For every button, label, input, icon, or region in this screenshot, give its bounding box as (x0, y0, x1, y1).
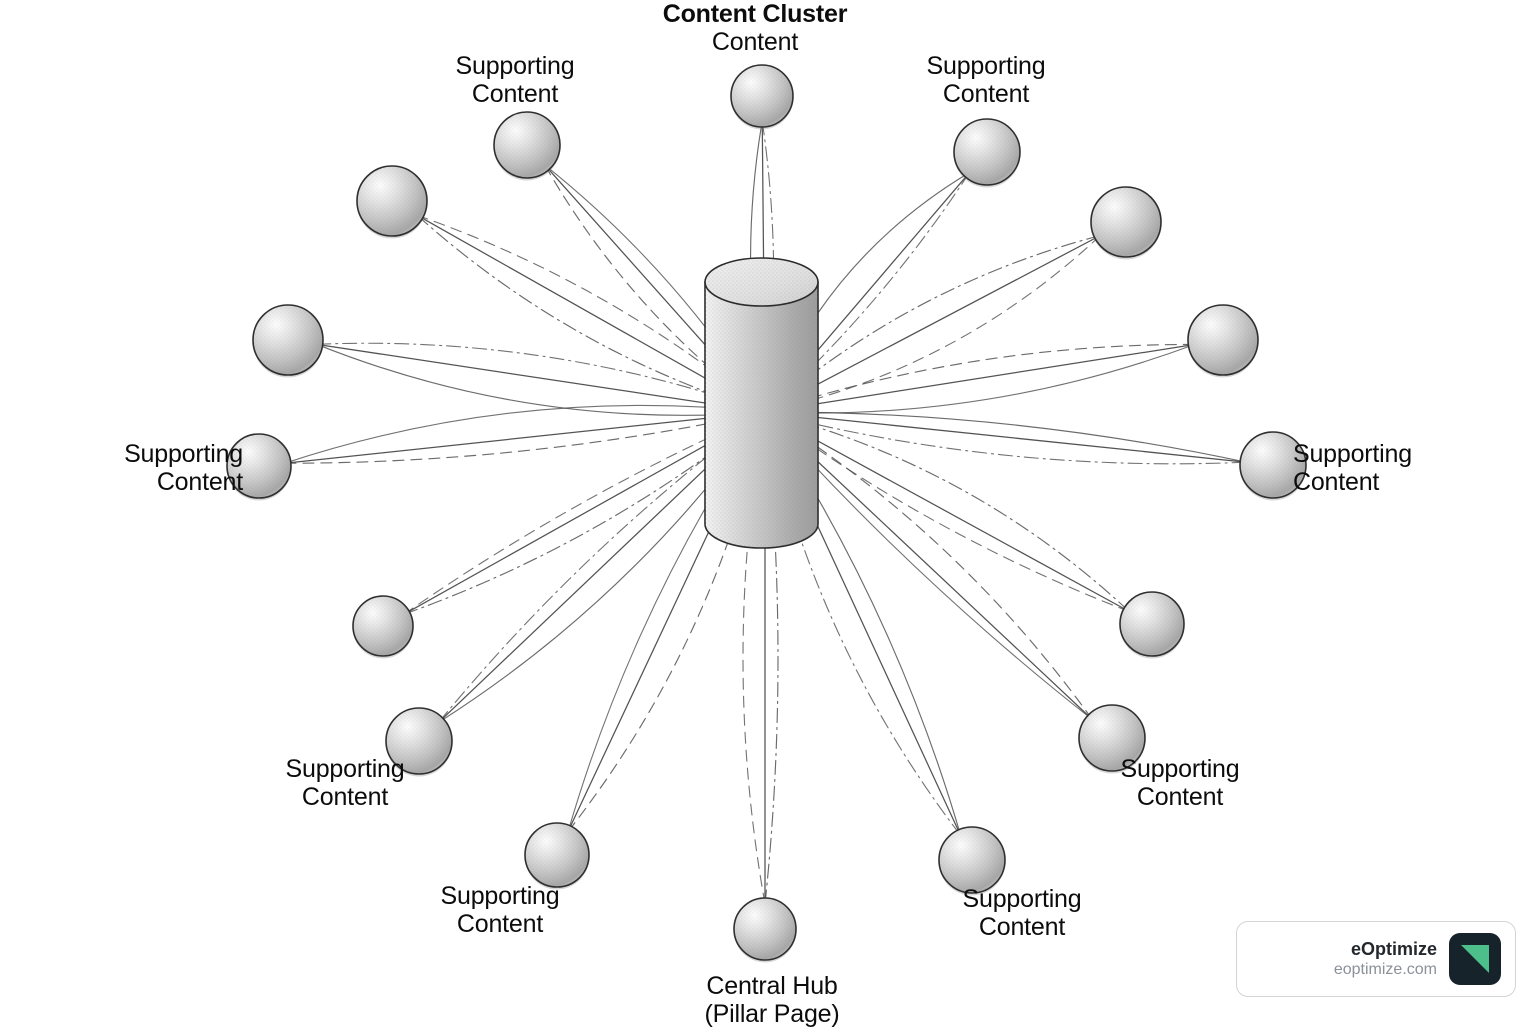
watermark-brand-name: eOptimize (1350, 939, 1437, 959)
node-plain-2[interactable] (252, 304, 324, 378)
node-supporting-content-1[interactable] (493, 111, 561, 181)
eoptimize-logo-icon (1449, 933, 1501, 985)
label-line-2: Content (942, 80, 1030, 108)
label-line-1: Supporting (285, 755, 405, 783)
node-supporting-content-7[interactable] (1239, 431, 1307, 501)
label-line-2: Content (1136, 783, 1224, 811)
label-line-1: Supporting (1293, 440, 1412, 468)
edge-n-left-mid-solid (284, 411, 766, 464)
node-central-hub[interactable] (733, 897, 797, 963)
node-supporting-content-5[interactable] (938, 826, 1006, 896)
edge-n-right-upper-solid (764, 343, 1195, 413)
edge-n-right-mid-solid (764, 411, 1247, 463)
edge-n-left-mid-solid (284, 404, 766, 464)
edge-layer (284, 120, 1247, 905)
label-line-2: Content (301, 783, 389, 811)
edge-n-right-mid-dashdot (764, 411, 1247, 465)
node-plain-5[interactable] (1187, 304, 1259, 378)
node-supporting-content-6[interactable] (1078, 704, 1146, 774)
node-supporting-content-2[interactable] (226, 433, 292, 501)
edge-n-lower-right-1-solid (764, 411, 1093, 721)
edge-n-bottom-right-dashdot (764, 411, 962, 837)
node-plain-6[interactable] (1090, 186, 1162, 260)
label-line-2: Content (471, 80, 559, 108)
central-pillar-cylinder[interactable] (704, 257, 819, 549)
node-supporting-content-4[interactable] (524, 822, 590, 890)
edge-n-lower-right-1-dashed (764, 411, 1093, 721)
watermark-url: eoptimize.com (1333, 961, 1437, 978)
label-line-2: Content (156, 468, 243, 496)
edge-n-left-upper-solid (316, 343, 766, 416)
node-plain-3[interactable] (352, 595, 414, 659)
node-content-cluster[interactable] (730, 64, 794, 130)
edge-n-left-upper-solid (316, 343, 766, 413)
label-line-1: Supporting (124, 440, 243, 468)
label-line-2: (Pillar Page) (704, 1000, 840, 1028)
edge-n-right-upper-solid (764, 343, 1195, 414)
label-node-central-hub: Central Hub(Pillar Page) (705, 972, 840, 1028)
label-line-2: Content (456, 910, 544, 938)
node-layer (226, 64, 1307, 963)
logo-triangle-icon (1461, 945, 1489, 973)
edge-n-upper-right-1-dashdot (764, 171, 971, 413)
edge-n-right-upper-dashed (764, 343, 1195, 413)
label-line-1: Supporting (926, 52, 1046, 80)
node-plain-1[interactable] (356, 165, 428, 239)
label-line-2: Content (1293, 468, 1380, 496)
edge-n-left-lower-dashed (403, 411, 766, 615)
edge-n-left-mid-dashed (284, 411, 766, 464)
label-line-1: Supporting (440, 882, 560, 910)
node-supporting-content-8[interactable] (953, 118, 1021, 188)
watermark-badge: eOptimize eoptimize.com (1236, 921, 1516, 997)
edge-n-right-lower-dashdot (764, 411, 1130, 613)
watermark-text: eOptimize eoptimize.com (1334, 938, 1437, 980)
label-line-2: Content (711, 28, 799, 56)
edge-n-right-lower-solid (764, 411, 1130, 613)
label-line-1: Supporting (455, 52, 575, 80)
label-line-2: Content (978, 913, 1066, 941)
edge-n-upper-right-2-solid (764, 234, 1101, 413)
node-plain-4[interactable] (1119, 591, 1185, 659)
label-line-1: Supporting (962, 885, 1082, 913)
label-line-1: Content Cluster (662, 0, 848, 28)
label-line-1: Central Hub (706, 972, 838, 1000)
label-line-1: Supporting (1120, 755, 1240, 783)
node-supporting-content-3[interactable] (385, 707, 453, 777)
